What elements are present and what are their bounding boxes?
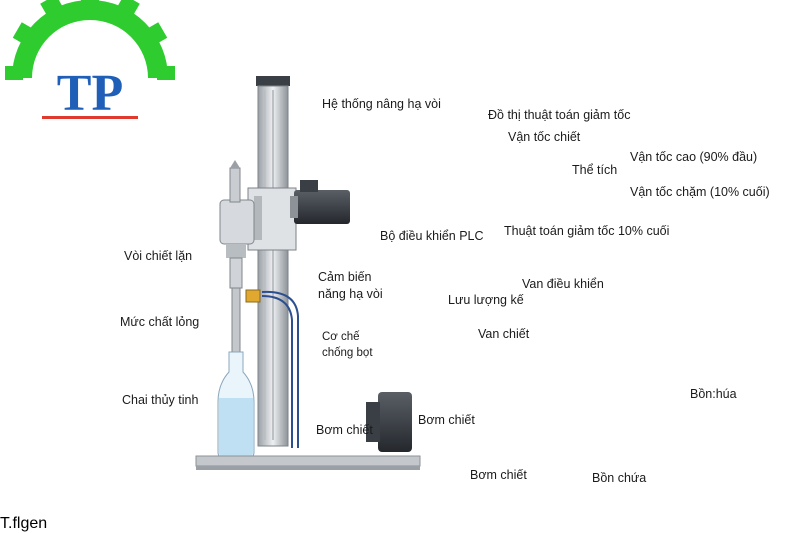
logo-text: TP — [57, 65, 123, 122]
label-volume: Thể tích — [572, 163, 618, 177]
label-lift-sensor-2: năng hạ vòi — [318, 287, 383, 301]
label-lift-system: Hệ thống nâng hạ vòi — [322, 97, 441, 111]
label-control-valve: Van điều khiển — [522, 277, 604, 291]
label-liquid-level: Mức chất lỏng — [120, 315, 200, 329]
lift-carriage — [247, 187, 297, 251]
label-tank-bottom: Bồn chứa — [592, 471, 647, 485]
label-anti-foam-2: chống bọt — [322, 347, 373, 359]
servo-motor — [290, 180, 350, 224]
label-graph-title: Đồ thị thuật toán giảm tốc — [488, 108, 631, 122]
label-lift-sensor-1: Cảm biến — [318, 270, 372, 284]
label-anti-foam-1: Cơ chế — [322, 331, 360, 343]
label-pump-left: Bơm chiết — [316, 423, 373, 437]
label-flow-meter: Lưu lượng kế — [448, 293, 524, 307]
label-glass-bottle: Chai thủy tinh — [122, 393, 199, 407]
logo-underline — [42, 116, 138, 119]
label-low-speed: Vận tốc chặm (10% cuối) — [630, 185, 770, 199]
sensor-hose — [261, 295, 293, 448]
gear-icon — [5, 0, 175, 80]
label-fill-valve: Van chiết — [478, 327, 530, 341]
label-pump-bottom: Bơm chiết — [470, 468, 527, 482]
label-high-speed: Vận tốc cao (90% đầu) — [630, 150, 758, 164]
machine-base — [195, 455, 421, 470]
label-fill-speed: Vận tốc chiết — [508, 130, 581, 144]
label-pump-mid: Bơm chiết — [418, 413, 475, 427]
diagram: TP — [0, 0, 770, 532]
label-tank-side: Bồn:húa — [690, 387, 737, 401]
lift-column — [256, 76, 290, 447]
glass-bottle — [217, 351, 255, 459]
left-pump — [366, 392, 412, 452]
label-decel-algo: Thuật toán giảm tốc 10% cuối — [504, 224, 670, 238]
label-nozzle: Vòi chiết lặn — [124, 249, 193, 263]
label-plc-controller: Bộ điều khiển PLC — [380, 229, 484, 243]
company-logo: TP — [5, 0, 175, 122]
plc-controller: T.flgen — [0, 515, 47, 532]
plc-screen-text: T.flgen — [0, 515, 48, 532]
diagram-svg: TP — [5, 0, 421, 470]
